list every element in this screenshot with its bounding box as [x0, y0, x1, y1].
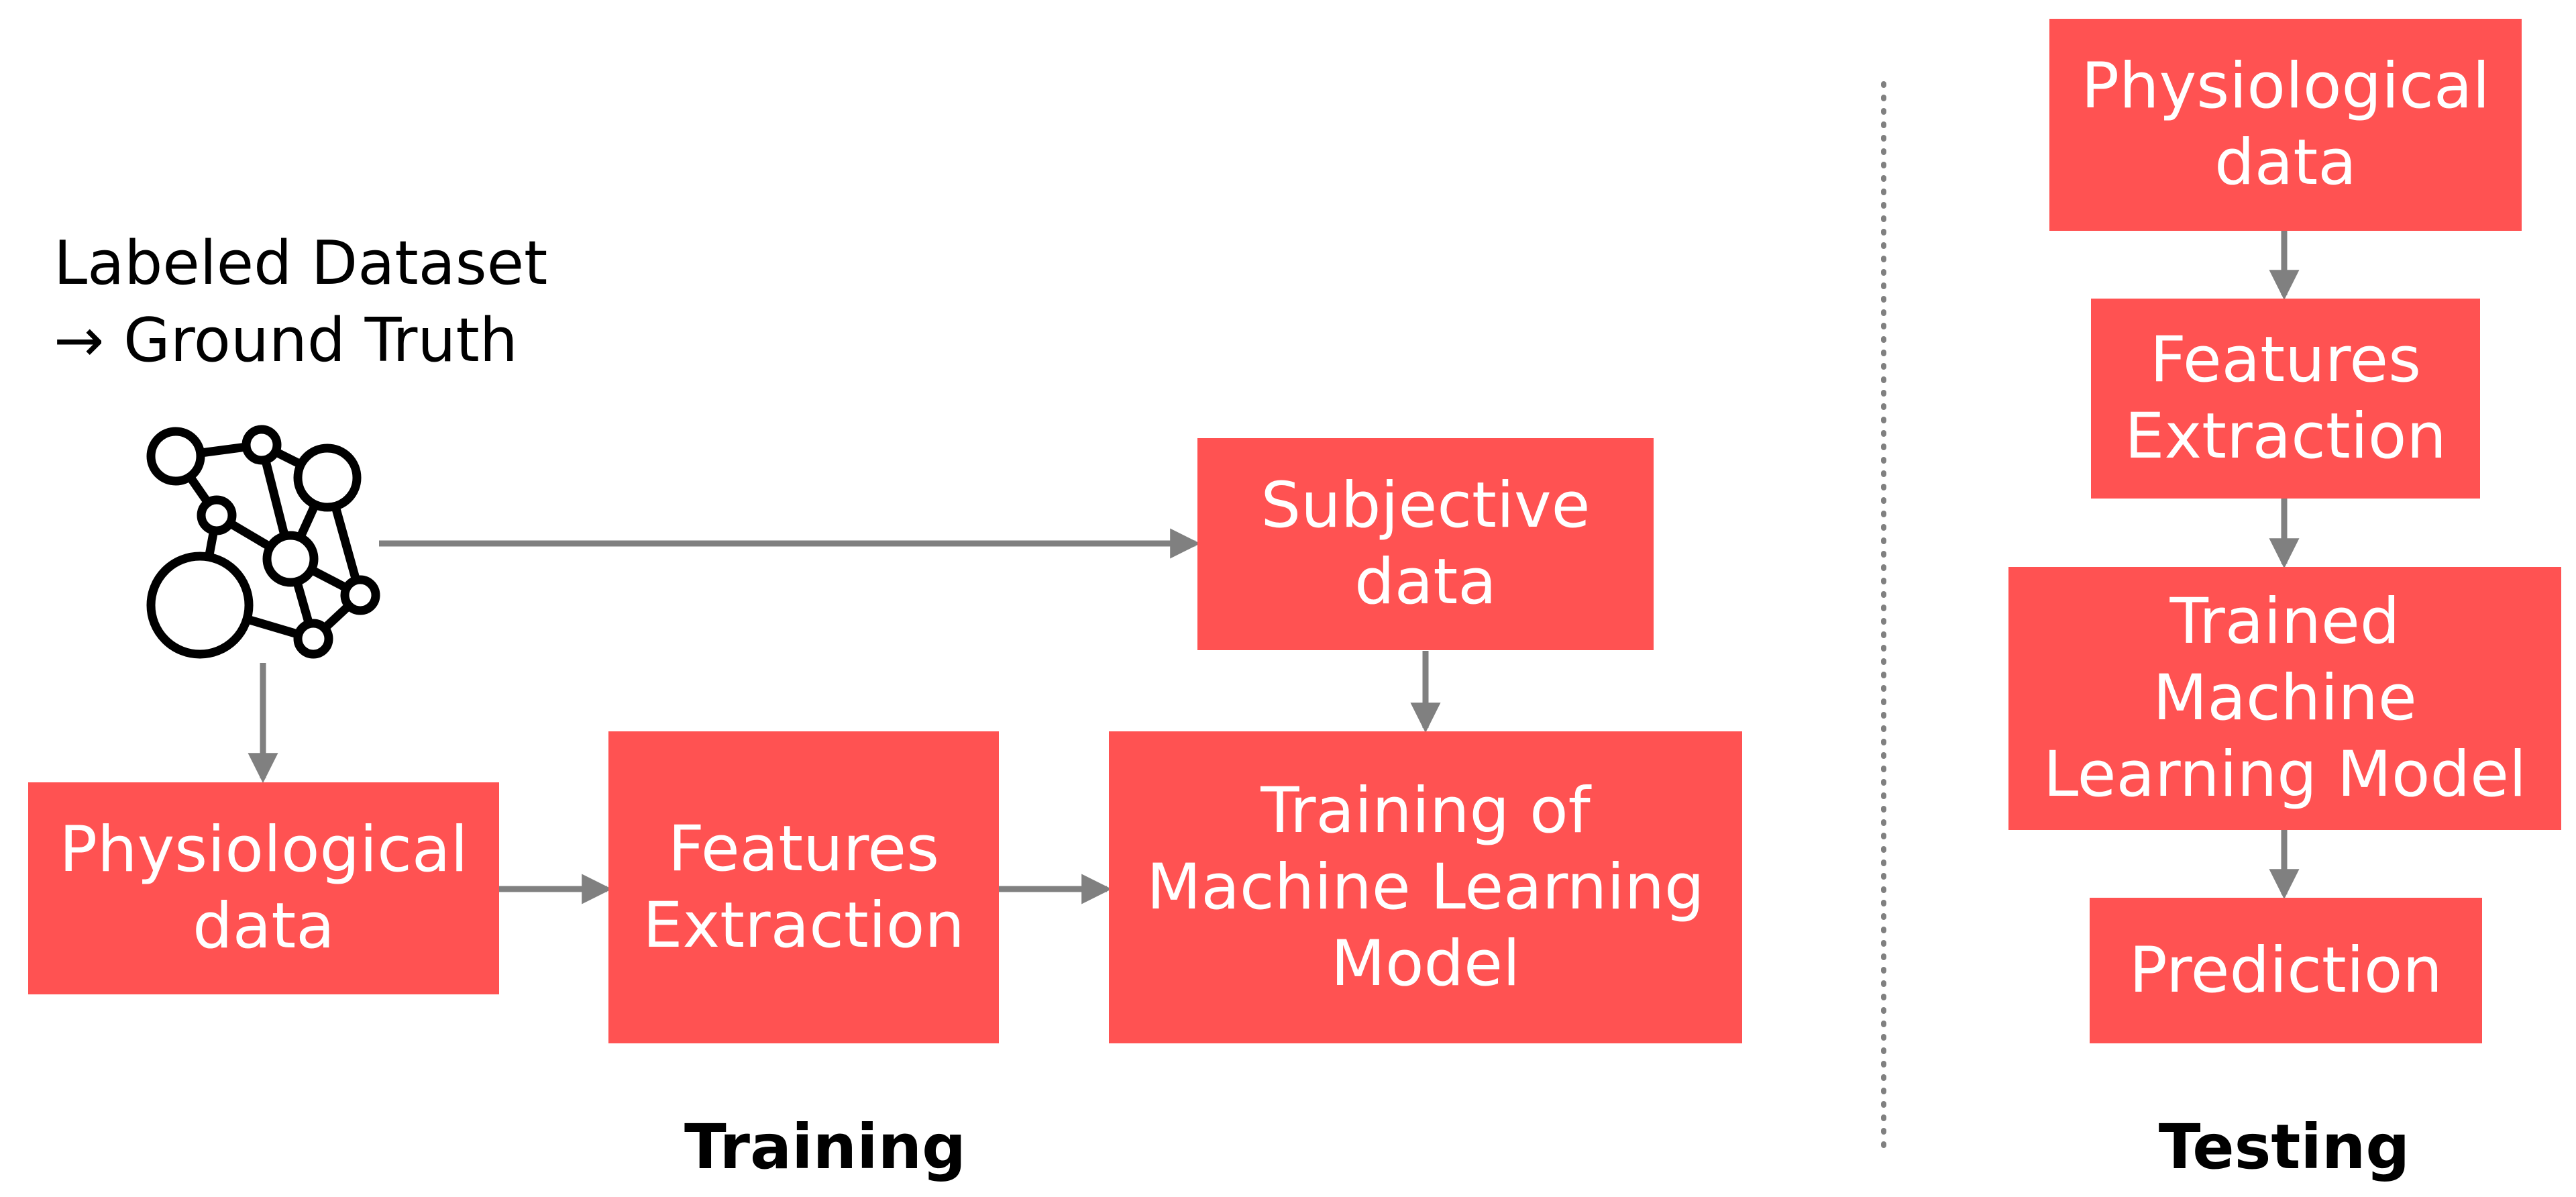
subjective-data-box: Subjective data: [1197, 438, 1654, 650]
testing-features-extraction-box: Features Extraction: [2091, 299, 2480, 499]
training-physiological-data-box: Physiological data: [28, 782, 499, 994]
testing-title: Testing: [2158, 1111, 2410, 1183]
dataset-label: Labeled Dataset → Ground Truth: [54, 228, 548, 376]
training-title: Training: [684, 1111, 967, 1183]
training-features-extraction-box: Features Extraction: [608, 731, 999, 1043]
testing-physiological-data-box: Physiological data: [2049, 19, 2522, 231]
trained-model-box: Trained Machine Learning Model: [2008, 567, 2561, 830]
training-model-box: Training of Machine Learning Model: [1109, 731, 1742, 1043]
prediction-box: Prediction: [2090, 898, 2482, 1043]
network-graph-icon: [146, 425, 380, 659]
